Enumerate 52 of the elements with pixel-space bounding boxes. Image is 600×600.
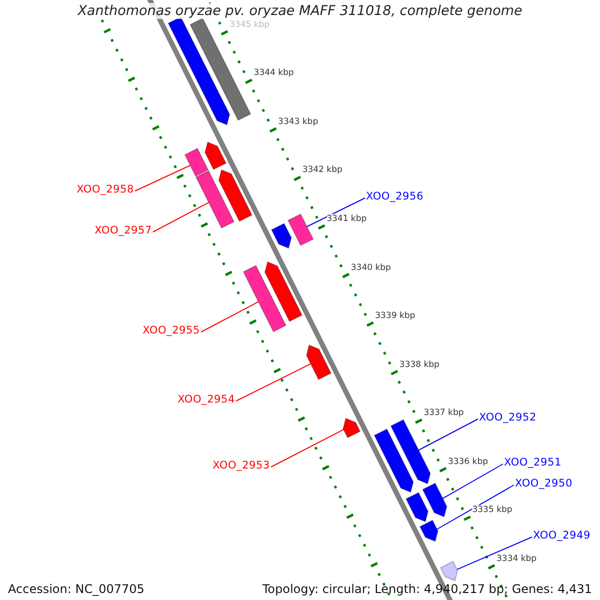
scale-label: 3335 kbp (472, 505, 512, 516)
gene-feature (390, 419, 431, 484)
genome-summary: Topology: circular; Length: 4,940,217 bp; Genes: 4,431 (262, 582, 592, 596)
leader-line (436, 484, 514, 530)
gene-feature (342, 418, 361, 438)
gene-feature (306, 344, 332, 380)
scale-label: 3342 kbp (302, 165, 342, 176)
leader-line (200, 301, 259, 332)
leader-line (418, 418, 478, 451)
leader-line (152, 202, 210, 232)
gene-feature (270, 222, 292, 249)
gene-label: XOO_2955 (142, 324, 200, 338)
accession-note: Accession: NC_007705 (8, 582, 144, 596)
gene-label: XOO_2949 (533, 530, 590, 542)
leader-line (306, 198, 366, 228)
scale-label: 3344 kbp (254, 68, 294, 78)
gene-feature (195, 170, 235, 229)
scale-label: 3340 kbp (350, 262, 391, 273)
leader-line (270, 429, 344, 468)
leader-line (442, 464, 504, 499)
scale-label: 3341 kbp (326, 214, 367, 224)
gene-feature (422, 482, 448, 518)
leader-line (456, 536, 532, 570)
gene-label: XOO_2956 (366, 190, 424, 204)
scale-label: 3339 kbp (375, 310, 416, 322)
scale-label: 3343 kbp (278, 116, 318, 127)
gene-label: XOO_2957 (94, 224, 152, 238)
gene-feature (264, 261, 303, 322)
gene-feature (287, 213, 314, 246)
gene-label: XOO_2950 (515, 478, 572, 490)
gene-feature (440, 560, 458, 582)
gene-feature (374, 428, 414, 493)
scale-label: 3337 kbp (424, 408, 464, 418)
scale-label: 3345 kbp (230, 20, 270, 30)
gene-feature (168, 16, 230, 126)
gene-feature (218, 169, 253, 222)
gene-label: XOO_2953 (212, 460, 270, 472)
leader-line (134, 164, 191, 192)
gene-feature (204, 141, 227, 170)
gene-feature (242, 264, 287, 332)
leader-line (236, 363, 312, 402)
scale-label: 3336 kbp (448, 456, 488, 467)
gene-label: XOO_2958 (76, 184, 134, 196)
gene-label: XOO_2952 (479, 412, 536, 424)
scale-label: 3334 kbp (496, 554, 537, 564)
gene-label: XOO_2954 (178, 394, 235, 406)
gene-feature (405, 492, 429, 522)
gene-label: XOO_2951 (504, 456, 562, 470)
gene-feature (419, 520, 438, 542)
gene-feature (190, 18, 252, 121)
scale-label: 3338 kbp (399, 360, 440, 370)
gene-feature (184, 148, 209, 177)
